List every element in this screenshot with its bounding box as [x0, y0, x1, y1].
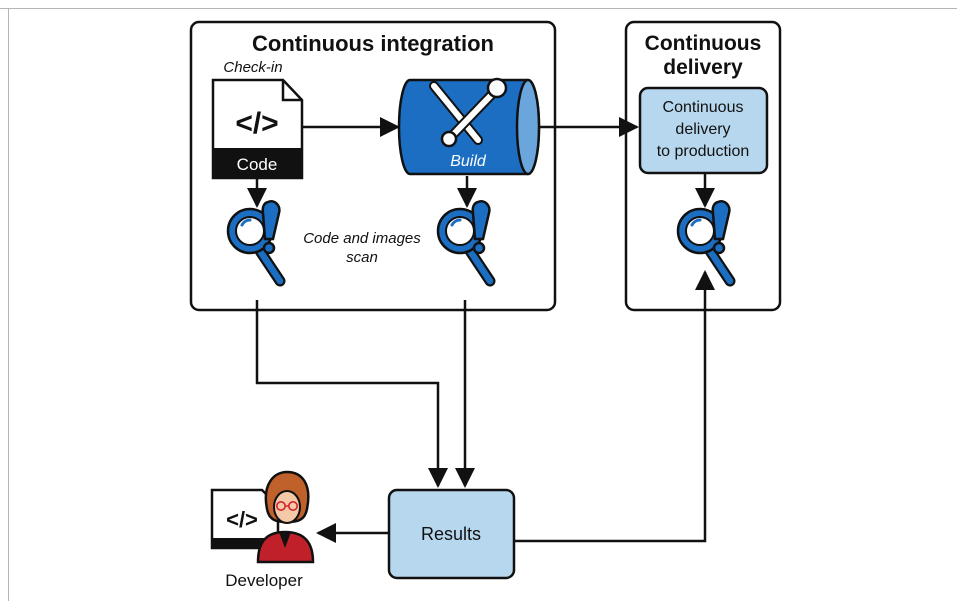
cd-step-line3: to production — [657, 143, 750, 160]
developer-icon: </> — [210, 470, 315, 564]
frame-top-rule — [0, 8, 957, 9]
scan-label-line1: Code and images — [303, 230, 421, 247]
scan-label-line2: scan — [346, 249, 378, 266]
cd-step-line1: Continuous — [663, 99, 744, 116]
checkin-caption: Check-in — [223, 59, 282, 76]
developer-code-glyph: </> — [226, 507, 258, 532]
code-glyph: </> — [235, 107, 278, 140]
arrow-results-to-cd-scan — [514, 270, 715, 543]
code-file-icon: Check-in </> Code — [211, 59, 304, 180]
developer-label: Developer — [225, 571, 303, 590]
frame-left-rule — [8, 8, 9, 601]
cd-title-line2: delivery — [663, 56, 743, 79]
ci-title: Continuous integration — [252, 31, 494, 56]
build-icon: Build — [397, 77, 541, 176]
results-label: Results — [421, 524, 481, 544]
cd-title-line1: Continuous — [645, 32, 762, 55]
code-label: Code — [237, 155, 278, 174]
cd-step-line2: delivery — [675, 121, 730, 138]
cd-step-box — [638, 86, 769, 175]
connectors — [247, 117, 715, 543]
arrow-code-scan-to-results — [255, 300, 448, 488]
build-label: Build — [450, 153, 487, 170]
